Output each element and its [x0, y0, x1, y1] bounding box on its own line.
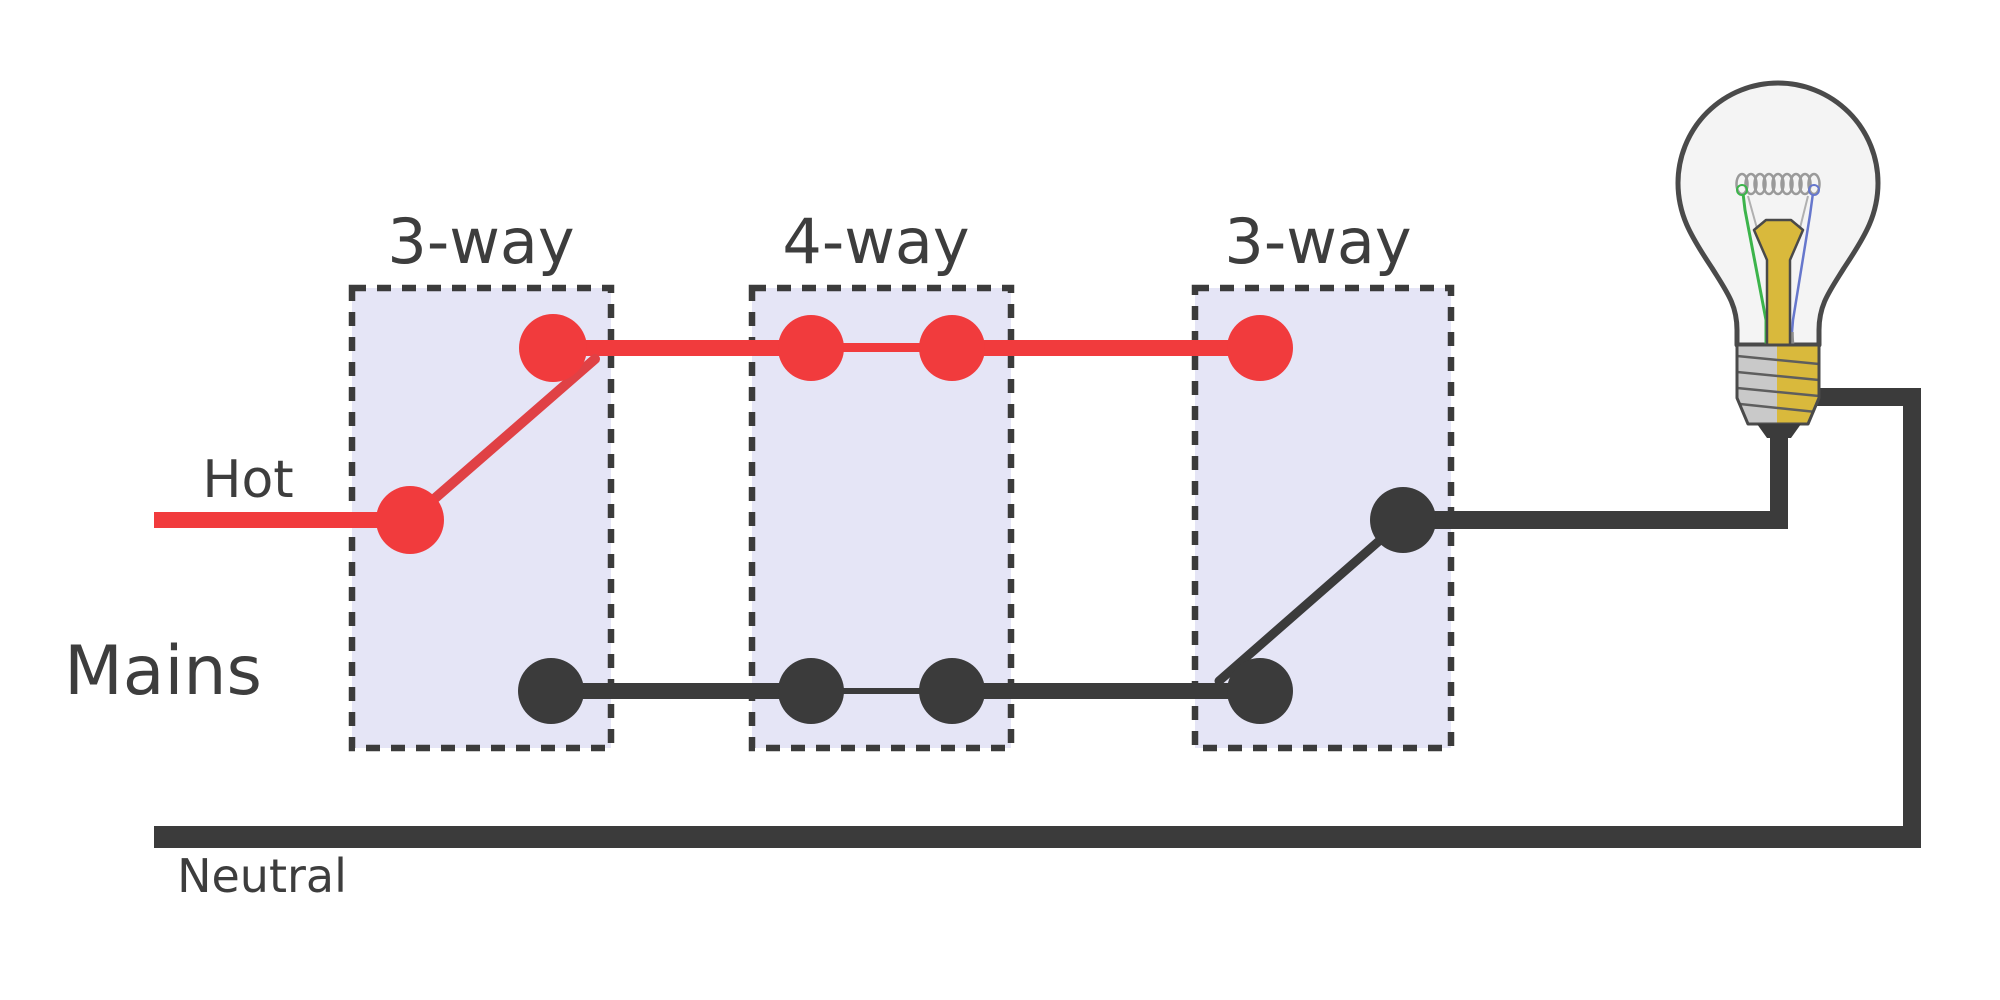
bulb-glass — [1675, 80, 1881, 348]
hot-label: Hot — [202, 450, 293, 510]
bulb-lead-blue — [1790, 192, 1815, 333]
coil-hook-green — [1736, 184, 1748, 196]
terminal-dot-4way-bottom-in — [778, 658, 844, 724]
bulb-foot-wire — [1770, 436, 1788, 529]
terminal-dot-4way-top-in — [778, 315, 844, 381]
neutral-wire — [154, 826, 1921, 848]
filament-support-wire-right — [1798, 195, 1809, 233]
dark-terminals — [518, 487, 1436, 724]
light-bulb-icon — [1675, 80, 1881, 438]
switch-label-right: 3-way — [1224, 205, 1411, 278]
filament-loop — [1780, 172, 1794, 196]
terminal-dot-right-bottom — [1227, 658, 1293, 724]
traveler-top-link — [811, 343, 952, 352]
filament-support-wire-left — [1747, 195, 1759, 233]
switch-lever-right — [1214, 515, 1408, 686]
diagram-labels: 3-way 4-way 3-way Hot Mains Neutral — [64, 205, 1411, 903]
bulb-shell-wire — [1815, 388, 1921, 406]
switch-label-left: 3-way — [387, 205, 574, 278]
terminal-dot-right-top — [1227, 315, 1293, 381]
terminal-dot-4way-top-out — [919, 315, 985, 381]
filament-loop — [1789, 172, 1803, 196]
filament-loop — [1771, 172, 1785, 196]
mains-label: Mains — [64, 632, 262, 711]
bulb-filament-coil — [1735, 172, 1821, 196]
terminal-dot-4way-bottom-out — [919, 658, 985, 724]
traveler-bottom-wire-2 — [952, 683, 1260, 699]
base-thread-line — [1737, 354, 1819, 366]
filament-loop — [1753, 172, 1767, 196]
red-terminals — [376, 314, 1293, 554]
traveler-bottom-link — [811, 688, 952, 694]
dark-conductors — [154, 388, 1921, 848]
terminal-dot-lamp-common — [1370, 487, 1436, 553]
terminal-dot-hot-common — [376, 486, 444, 554]
filament-loop — [1744, 172, 1758, 196]
switched-hot-wire — [1403, 511, 1788, 529]
switch-lever-left — [405, 354, 600, 525]
filament-loop — [1762, 172, 1776, 196]
base-thread-line — [1737, 370, 1819, 382]
bulb-bottom-contact — [1757, 424, 1801, 438]
base-thread-line — [1739, 402, 1817, 414]
switch-label-middle: 4-way — [782, 205, 969, 278]
traveler-bottom-wire-1 — [551, 683, 811, 699]
red-conductors — [154, 340, 1260, 528]
terminal-dot-traveler-top — [519, 314, 587, 382]
filament-loop — [1798, 172, 1812, 196]
base-thread-line — [1737, 386, 1819, 398]
neutral-riser-wire — [1903, 390, 1921, 848]
traveler-top-wire-1 — [553, 340, 811, 356]
traveler-top-wire-2 — [952, 340, 1260, 356]
terminal-dot-traveler-bottom — [518, 658, 584, 724]
coil-hook-blue — [1808, 184, 1820, 196]
bulb-stem — [1752, 218, 1805, 423]
bulb-base-threads — [1737, 354, 1819, 414]
neutral-label: Neutral — [177, 849, 347, 903]
hot-feed-wire — [154, 512, 410, 528]
